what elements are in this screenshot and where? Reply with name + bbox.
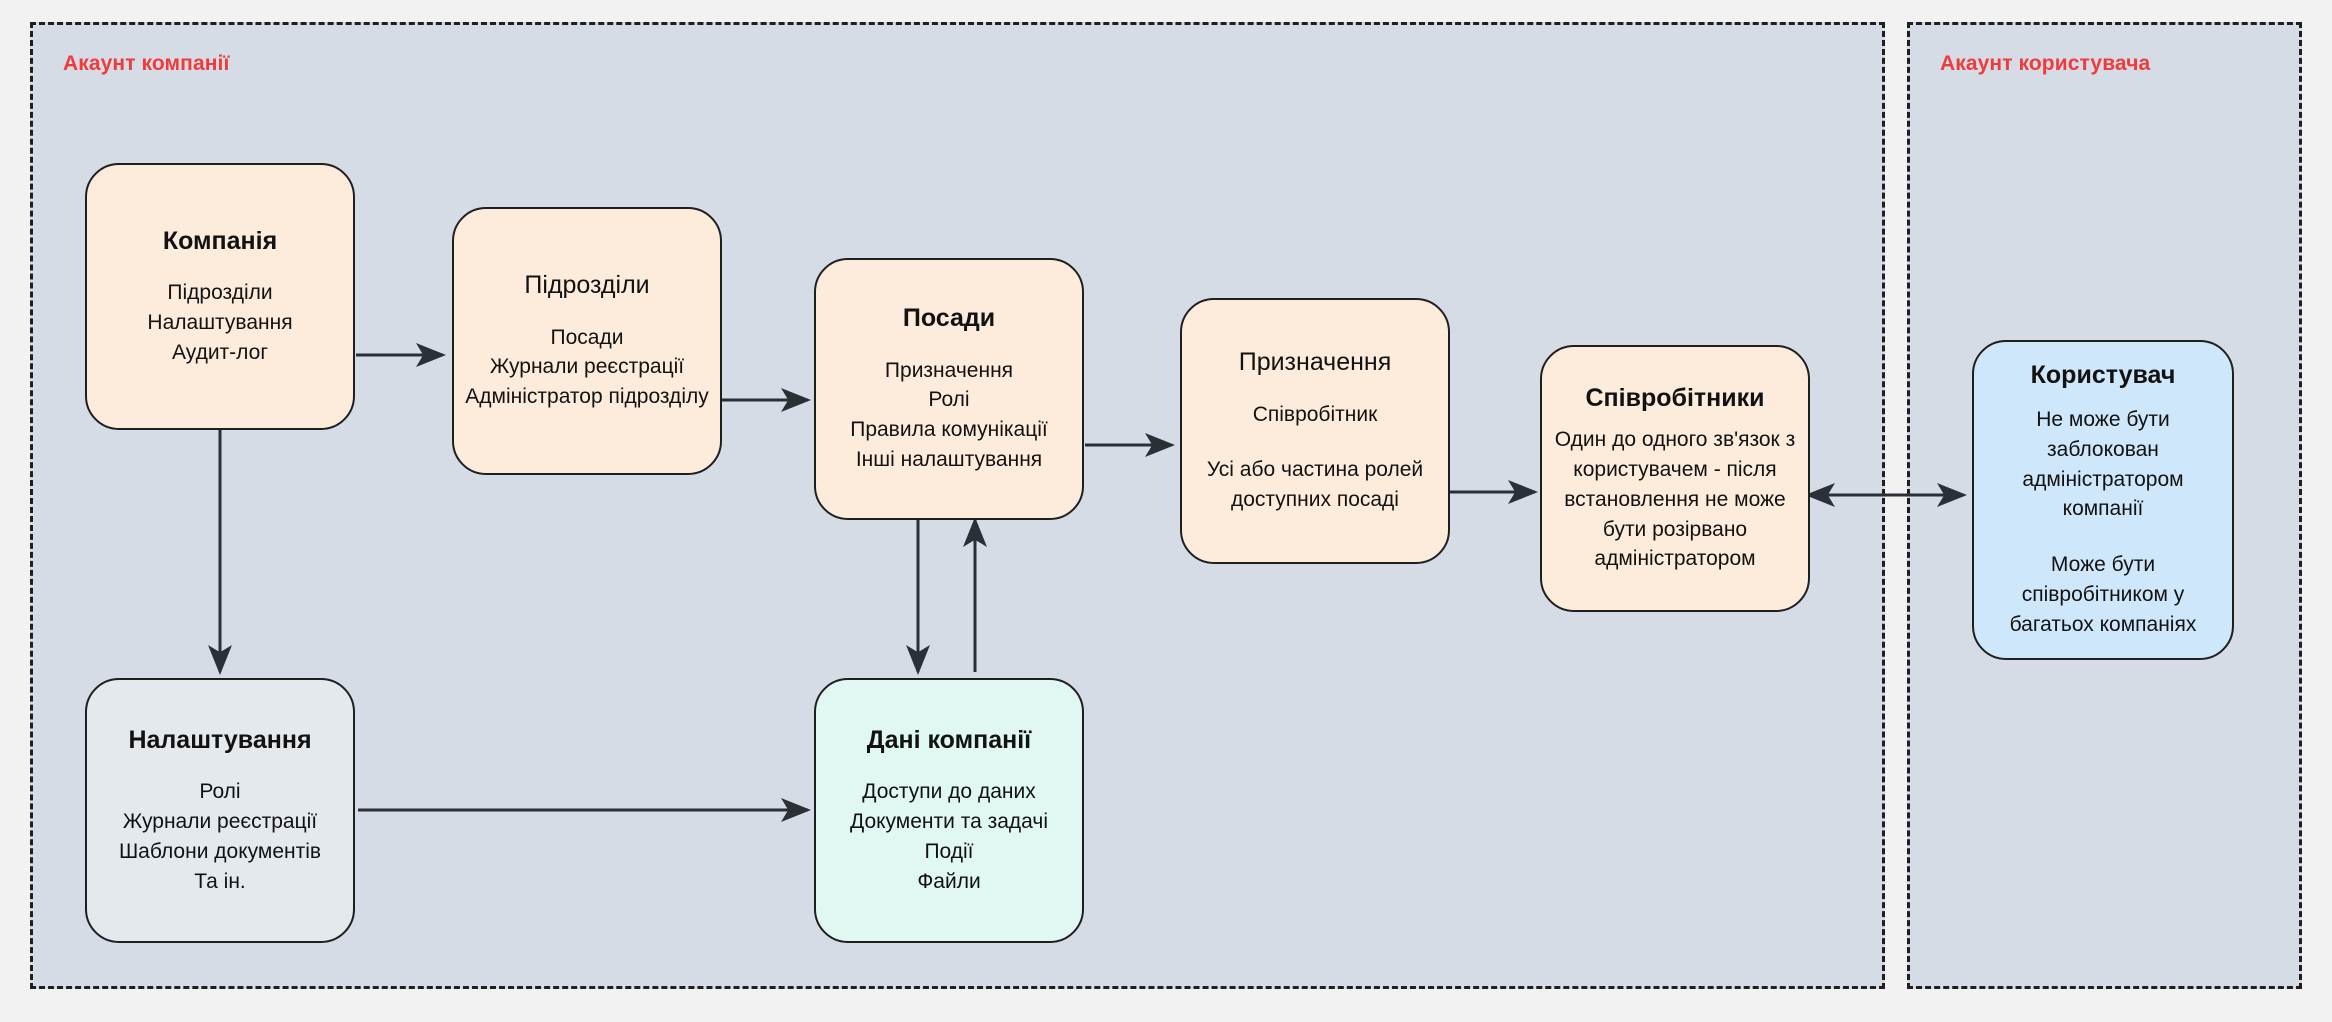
node-assignment[interactable]: Призначення Співробітник Усі або частина… [1180, 298, 1450, 564]
panel-user-account-title: Акаунт користувача [1940, 52, 2151, 75]
node-user[interactable]: Користувач Не може бути заблокован адмін… [1972, 340, 2234, 660]
node-employees[interactable]: Співробітники Один до одного зв'язок з к… [1540, 345, 1810, 612]
node-user-body-2: Може бути співробітником у багатьох комп… [2009, 553, 2197, 636]
node-employees-body: Один до одного зв'язок з користувачем - … [1554, 428, 1796, 571]
node-settings[interactable]: Налаштування Ролі Журнали реєстрації Шаб… [85, 678, 355, 943]
node-company-title: Компанія [162, 226, 278, 255]
node-company-data[interactable]: Дані компанії Доступи до даних Документи… [814, 678, 1084, 943]
panel-company-account-title: Акаунт компанії [63, 52, 230, 75]
node-company-body: Підрозділи Налаштування Аудит-лог [147, 281, 293, 364]
node-positions[interactable]: Посади Призначення Ролі Правила комуніка… [814, 258, 1084, 520]
node-settings-title: Налаштування [128, 725, 312, 754]
node-assignment-title: Призначення [1238, 348, 1392, 377]
node-assignment-body: Співробітник [1252, 402, 1378, 426]
node-company-data-title: Дані компанії [866, 725, 1032, 754]
node-assignment-body-2: Усі або частина ролей доступних посаді [1206, 458, 1424, 512]
node-settings-body: Ролі Журнали реєстрації Шаблони документ… [118, 780, 322, 893]
node-positions-body: Призначення Ролі Правила комунікації Інш… [850, 358, 1048, 472]
node-employees-title: Співробітники [1585, 383, 1765, 412]
node-user-body: Не може бути заблокован адміністратором … [2022, 407, 2184, 521]
node-positions-title: Посади [902, 304, 996, 333]
node-departments[interactable]: Підрозділи Посади Журнали реєстрації Адм… [452, 207, 722, 475]
node-departments-title: Підрозділи [524, 271, 650, 300]
node-departments-body: Посади Журнали реєстрації Адміністратор … [465, 325, 709, 409]
node-company-data-body: Доступи до даних Документи та задачі Под… [849, 780, 1048, 893]
node-company[interactable]: Компанія Підрозділи Налаштування Аудит-л… [85, 163, 355, 430]
node-user-title: Користувач [2030, 361, 2176, 390]
